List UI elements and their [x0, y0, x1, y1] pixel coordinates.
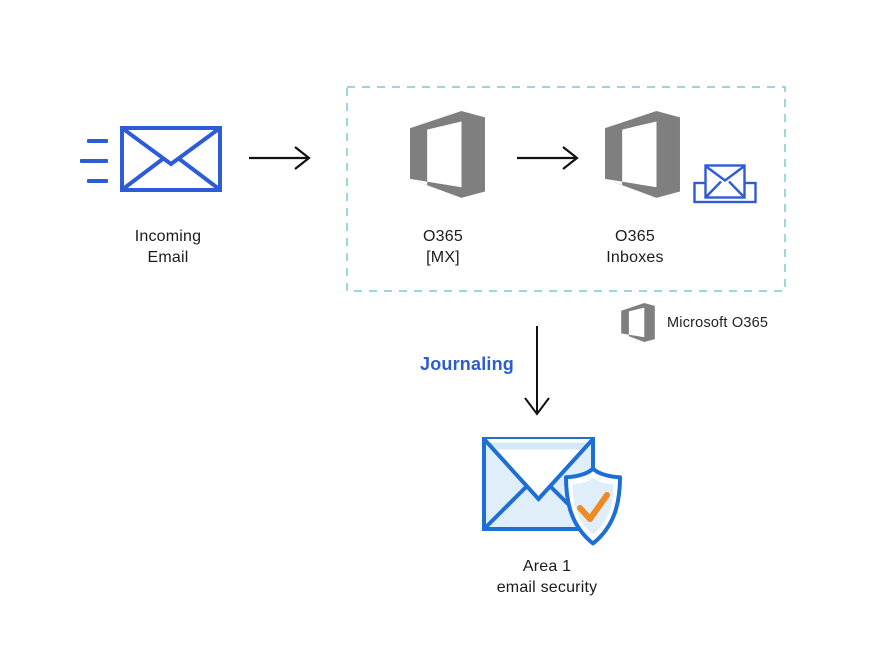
o365-mx-label-line2: [MX]: [426, 249, 460, 266]
area1-label-line2: email security: [496, 579, 598, 596]
incoming-email-label: Incoming Email: [118, 226, 218, 268]
o365-mx-label-line1: O365: [423, 228, 463, 245]
envelope-fold-left: [483, 484, 529, 530]
office365-logo-shape: [621, 303, 655, 342]
office365-logo-icon: [605, 111, 680, 198]
dashed-border: [346, 86, 786, 292]
office365-logo-shape: [605, 111, 680, 198]
shield-inner: [572, 477, 614, 535]
envelope-icon: [120, 126, 222, 192]
office365-logo-icon: [621, 303, 655, 342]
incoming-email-label-line1: Incoming: [134, 228, 202, 245]
journaling-label: Journaling: [420, 354, 515, 374]
check-icon: [577, 492, 610, 522]
area1-label: Area 1 email security: [477, 556, 617, 598]
area1-label-line1: Area 1: [522, 558, 572, 575]
legend-label: Microsoft O365: [667, 315, 769, 331]
o365-boundary-box: [346, 86, 786, 292]
arrow-down-icon: [524, 326, 550, 416]
speed-line-icon: [87, 179, 108, 183]
o365-mx-label: O365 [MX]: [393, 226, 493, 268]
arrow-right-icon: [517, 146, 579, 170]
office365-logo-shape: [410, 111, 485, 198]
o365-inboxes-label-line2: Inboxes: [606, 249, 664, 266]
o365-inboxes-label-line1: O365: [615, 228, 655, 245]
inbox-tray-icon: [693, 164, 757, 204]
speed-line-icon: [80, 159, 108, 163]
envelope-flap-edge: [482, 437, 595, 502]
speed-line-icon: [87, 139, 108, 143]
office365-logo-icon: [410, 111, 485, 198]
incoming-envelope-icon: [120, 126, 222, 192]
o365-inboxes-label: O365 Inboxes: [585, 226, 685, 268]
arrow-right-icon: [249, 146, 311, 170]
incoming-email-label-line2: Email: [147, 249, 189, 266]
envelope-flap: [484, 439, 593, 499]
shield-check-icon: [564, 466, 622, 546]
